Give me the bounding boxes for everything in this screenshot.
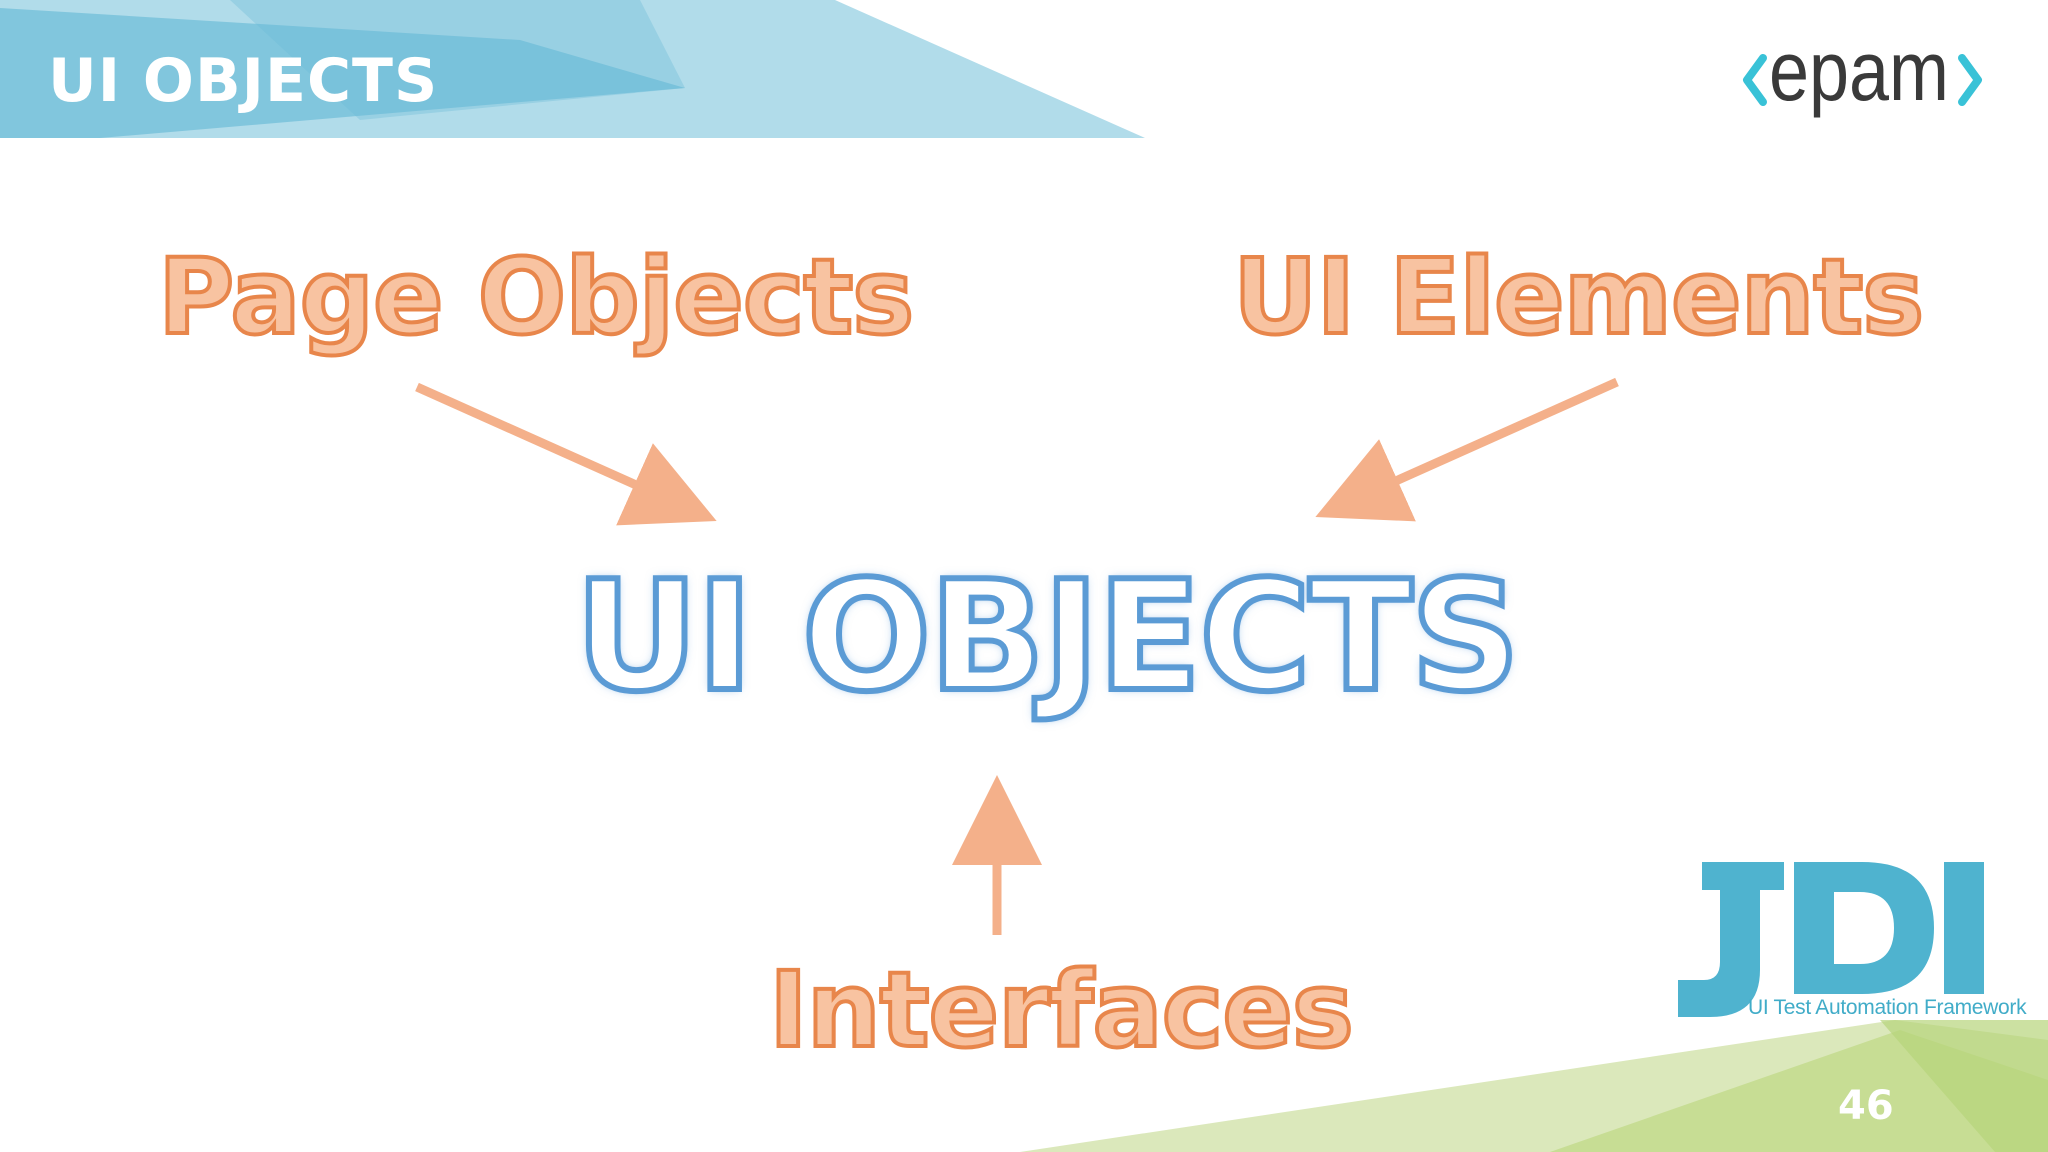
logo-right-bracket: [1958, 54, 1982, 106]
epam-logo: epam: [1735, 24, 1990, 130]
arrow-ui-elements-to-ui-objects: [1315, 377, 1619, 522]
center-node-ui-objects: UI OBJECTS: [572, 548, 1523, 725]
jdi-letter-j: [1678, 862, 1784, 1017]
header-band-dark: [230, 0, 685, 120]
node-interfaces: Interfaces: [767, 948, 1356, 1072]
slide-title: UI OBJECTS: [48, 46, 439, 116]
footer-band-accent: [1880, 1020, 2048, 1152]
jdi-letter-d: [1794, 862, 1934, 994]
logo-wordmark: epam: [1769, 30, 1949, 118]
header-band-mid: [0, 8, 685, 138]
node-ui-elements: UI Elements: [1231, 235, 1926, 359]
logo-left-bracket: [1743, 54, 1767, 106]
page-number: 46: [1838, 1083, 1894, 1129]
jdi-logo: [1678, 862, 1984, 1017]
arrow-page-objects-to-ui-objects: [415, 382, 717, 526]
jdi-letter-i: [1944, 862, 1984, 994]
node-page-objects: Page Objects: [156, 235, 916, 359]
epam-logo-graphic: epam: [1743, 24, 1982, 118]
jdi-tagline: UI Test Automation Framework: [1748, 996, 2027, 1019]
